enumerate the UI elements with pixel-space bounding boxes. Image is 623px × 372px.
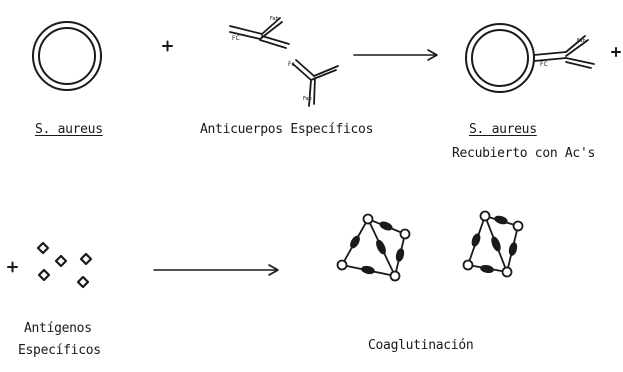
svg-text:Fab: Fab <box>270 16 279 22</box>
svg-text:Fc: Fc <box>288 61 295 68</box>
svg-text:FC: FC <box>540 61 548 68</box>
label-s-aureus-coated: S. aureus <box>469 122 537 137</box>
s-aureus-cell-icon <box>33 22 101 90</box>
label-anticuerpos-especificos: Anticuerpos Específicos <box>200 122 373 137</box>
antigen-diamonds-icon <box>38 243 91 287</box>
svg-text:Fab: Fab <box>577 38 586 44</box>
svg-text:Fab: Fab <box>303 96 312 102</box>
label-s-aureus: S. aureus <box>35 122 103 137</box>
plus-icon <box>8 263 17 272</box>
coagglutination-lattice-icon <box>338 215 410 281</box>
arrow-right-icon <box>354 50 437 60</box>
coagglutination-lattice-icon <box>464 212 523 277</box>
antibody-icon: Fc Fab <box>288 60 338 106</box>
antibody-icon: FC Fab <box>230 16 289 48</box>
label-especificos: Específicos <box>18 343 101 358</box>
plus-icon <box>612 48 620 56</box>
coated-s-aureus-icon: FC Fab <box>466 24 594 92</box>
label-antigenos: Antígenos <box>24 321 92 336</box>
plus-icon <box>163 42 172 51</box>
svg-text:FC: FC <box>232 35 240 42</box>
arrow-right-icon <box>154 265 278 275</box>
label-recubierto: Recubierto con Ac's <box>452 146 595 161</box>
label-coaglutinacion: Coaglutinación <box>368 338 473 353</box>
